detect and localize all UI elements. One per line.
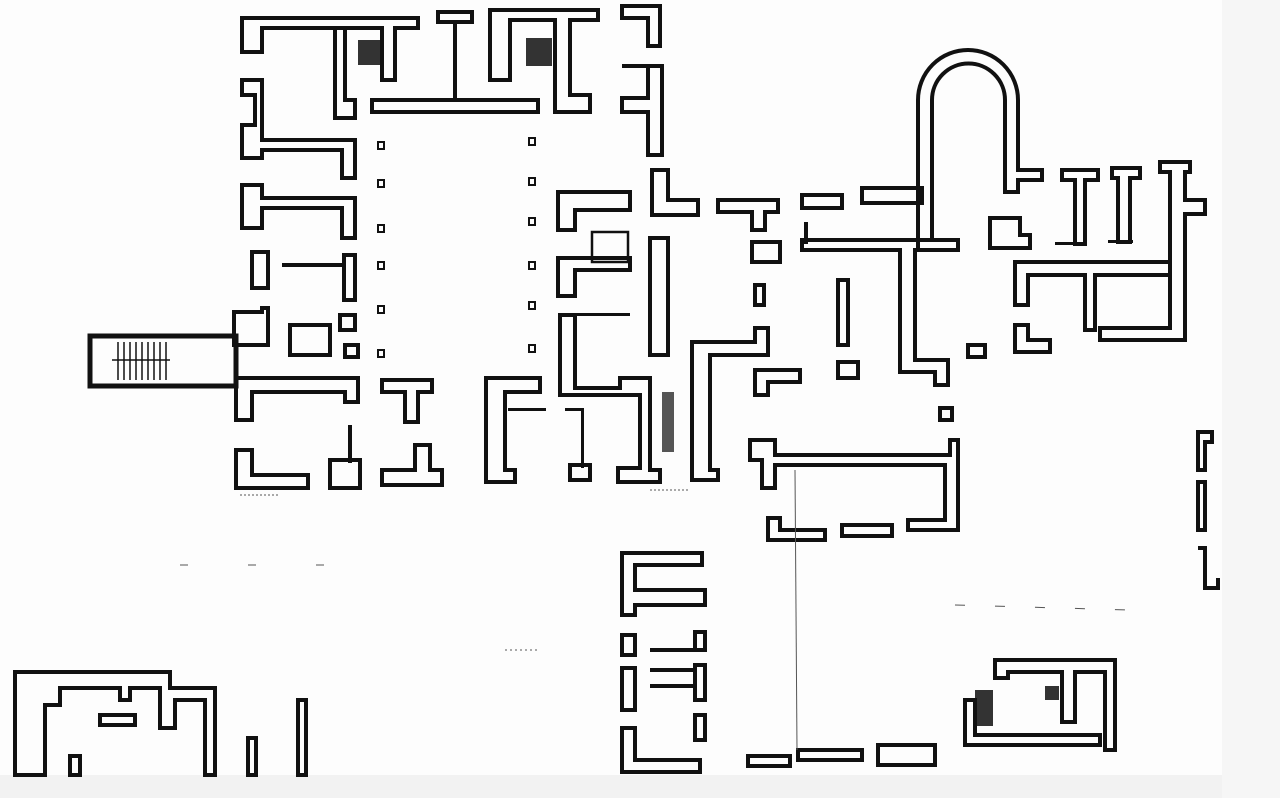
chapel-wing	[916, 48, 1207, 359]
southern-buildings	[13, 430, 1220, 777]
staircases	[87, 38, 1059, 726]
west-wing	[232, 4, 700, 490]
faint-lines	[180, 469, 1131, 751]
page-bottom-margin	[0, 775, 1280, 798]
cloister-columns	[377, 137, 536, 358]
central-block	[690, 186, 960, 542]
page-right-margin	[1222, 0, 1280, 798]
